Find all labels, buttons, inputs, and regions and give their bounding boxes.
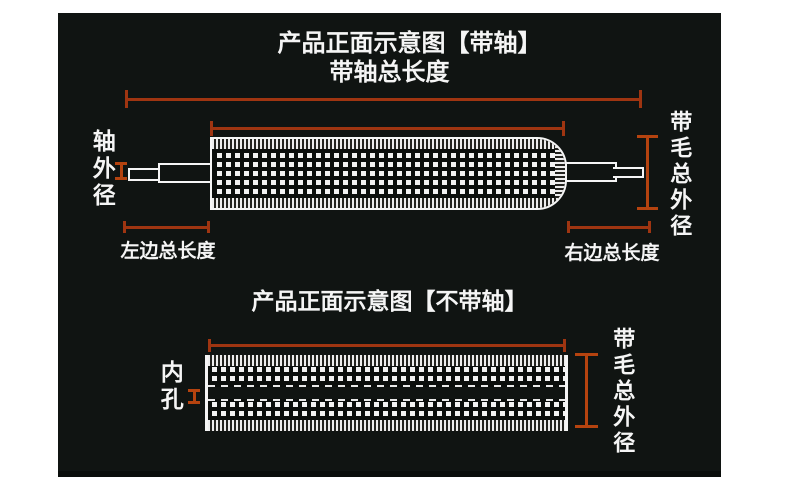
bristle-outer-diameter-label-top: 带毛总外径 xyxy=(666,110,692,240)
left-shaft-main xyxy=(158,163,212,183)
tube-length-dimension-line xyxy=(208,339,566,352)
tube-wall-top xyxy=(208,366,565,385)
bristle-band-right xyxy=(555,139,565,208)
bottom-diagram-title: 产品正面示意图【不带轴】 xyxy=(251,289,528,315)
right-shaft-main xyxy=(565,162,617,182)
roller-body xyxy=(210,137,567,210)
shaft-outer-diameter-label: 轴外径 xyxy=(88,129,115,210)
right-length-dimension-line xyxy=(567,221,651,233)
tube-body xyxy=(205,355,568,431)
total-length-label: 带轴总长度 xyxy=(329,58,450,86)
left-length-dimension-line xyxy=(123,221,210,233)
bore-hidden-line-top xyxy=(208,385,565,387)
top-diagram-title: 产品正面示意图【带轴】 xyxy=(277,29,542,57)
inner-hole-label: 内孔 xyxy=(156,360,183,414)
bristle-outer-diameter-dimension-bottom xyxy=(575,353,598,428)
tube-bristle-band-top xyxy=(208,355,565,366)
bore-hidden-line-bottom xyxy=(208,399,565,401)
bristle-outer-diameter-label-bottom: 带毛总外径 xyxy=(609,327,635,457)
bristle-band-top xyxy=(212,139,565,149)
bristle-outer-diameter-dimension-top xyxy=(637,135,658,210)
total-length-dimension-line xyxy=(125,90,642,108)
bristle-band-bottom xyxy=(212,198,565,208)
tube-bristle-band-bottom xyxy=(208,420,565,431)
tube-bore xyxy=(208,387,565,399)
left-length-label: 左边总长度 xyxy=(120,240,216,262)
inner-hole-marker xyxy=(188,389,200,404)
right-length-label: 右边总长度 xyxy=(564,242,660,264)
roller-bristle-fill xyxy=(213,149,556,198)
left-shaft-tip xyxy=(128,168,161,181)
brush-length-dimension-line xyxy=(210,121,565,136)
shaft-outer-diameter-marker xyxy=(115,162,127,180)
tube-wall-bottom xyxy=(208,401,565,420)
